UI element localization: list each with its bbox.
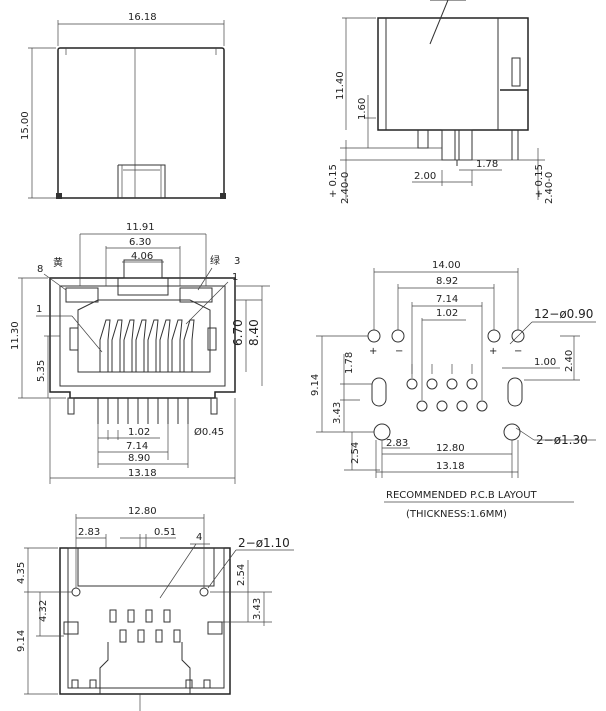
side-offset-dim: 1.78 [476, 159, 498, 170]
bottom-left-off-dim: 2.83 [78, 527, 100, 538]
side-tol-left-plus: + 0.15 [328, 164, 339, 198]
port-htotal-dim: 11.30 [10, 321, 21, 350]
bottom-h2-dim: 4.32 [38, 600, 49, 622]
side-tol-right: 2.40-0 [544, 172, 555, 204]
bottom-callout-4: 4 [196, 532, 202, 543]
port-pinspan-dim: 7.14 [126, 441, 148, 452]
pcb-100-dim: 1.00 [534, 357, 556, 368]
pcb-914-dim: 9.14 [310, 374, 321, 396]
port-base-dim: 13.18 [128, 468, 157, 479]
front-view: 16.18 15.00 [20, 12, 226, 199]
bottom-width-dim: 12.80 [128, 506, 157, 517]
pcb-minus-left: − [395, 346, 403, 357]
pcb-plus-right: + [489, 346, 497, 357]
bottom-r2-dim: 3.43 [252, 598, 263, 620]
pcb-283-dim: 2.83 [386, 438, 408, 449]
port-pindia-dim: Ø0.45 [194, 426, 224, 438]
callout-1-label: 1 [232, 272, 238, 283]
pcb-178-dim: 1.78 [344, 352, 355, 374]
bottom-r1-dim: 2.54 [236, 564, 247, 586]
front-height-dim: 15.00 [20, 111, 31, 140]
bottom-small-dim: 0.51 [154, 527, 176, 538]
port-hwindow-dim: 6.70 [231, 319, 245, 346]
pcb-holes: + − + − [367, 329, 525, 441]
side-standoff-dim: 1.60 [357, 98, 368, 120]
port-hlow-dim: 5.35 [36, 360, 47, 382]
pcb-note: (THICKNESS:1.6MM) [406, 509, 507, 520]
bottom-h1-dim: 4.35 [16, 562, 27, 584]
pcb-minus-right: − [514, 346, 522, 357]
contact-fingers [99, 319, 195, 372]
port-inner-dim: 6.30 [129, 237, 151, 248]
side-height-dim: 11.40 [335, 71, 346, 100]
bottom-holes-label: 2−ø1.10 [238, 536, 290, 550]
pcb-14-dim: 14.00 [432, 260, 461, 271]
pin1-label: 1 [36, 304, 42, 315]
pcb-892-dim: 8.92 [436, 276, 458, 287]
pcb-large-holes-label: 2−ø1.30 [536, 433, 588, 447]
port-outer-dim: 11.91 [126, 222, 155, 233]
pcb-1318-dim: 13.18 [436, 461, 465, 472]
pin8-label: 8 [37, 264, 43, 275]
side-view: 11.40 1.60 + 0.15 2.40-0 2.00 1.78 + 0.1… [328, 0, 555, 204]
port-pitch-dim: 1.02 [128, 427, 150, 438]
bottom-pins [63, 609, 223, 694]
port-pinspan2-dim: 8.90 [128, 453, 150, 464]
pcb-102-dim: 1.02 [436, 308, 458, 319]
bottom-view: 4 12.80 2.83 0.51 2−ø1.10 4.35 4.32 9.14… [16, 506, 294, 711]
pcb-1280-dim: 12.80 [436, 443, 465, 454]
pcb-254-dim: 2.54 [350, 442, 361, 464]
led-yellow-label: 黄 [53, 256, 63, 269]
front-width-dim: 16.18 [128, 12, 157, 23]
pcb-343-dim: 3.43 [332, 402, 343, 424]
port-view: 11.91 6.30 4.06 黄 绿 8 3 1 1 11.30 5.35 6… [10, 222, 270, 484]
pcb-714-dim: 7.14 [436, 294, 458, 305]
pcb-title: RECOMMENDED P.C.B LAYOUT [386, 490, 538, 501]
side-tol-left: 2.40-0 [340, 172, 351, 204]
port-latch-dim: 4.06 [131, 251, 153, 262]
bottom-h3-dim: 9.14 [16, 630, 27, 652]
led-green-label: 绿 [210, 254, 220, 267]
port-hbody-dim: 8.40 [247, 319, 261, 346]
pcb-layout: + − + − 14.00 8.92 7.14 1.02 12−ø0.90 9.… [310, 260, 596, 520]
pcb-small-holes-label: 12−ø0.90 [534, 307, 593, 321]
pcb-plus-left: + [369, 346, 377, 357]
pins-below [67, 397, 218, 424]
pcb-240-dim: 2.40 [564, 350, 575, 372]
side-pitch-dim: 2.00 [414, 171, 436, 182]
side-tol-right-plus: + 0.15 [534, 164, 545, 198]
callout-3-label: 3 [234, 256, 240, 267]
